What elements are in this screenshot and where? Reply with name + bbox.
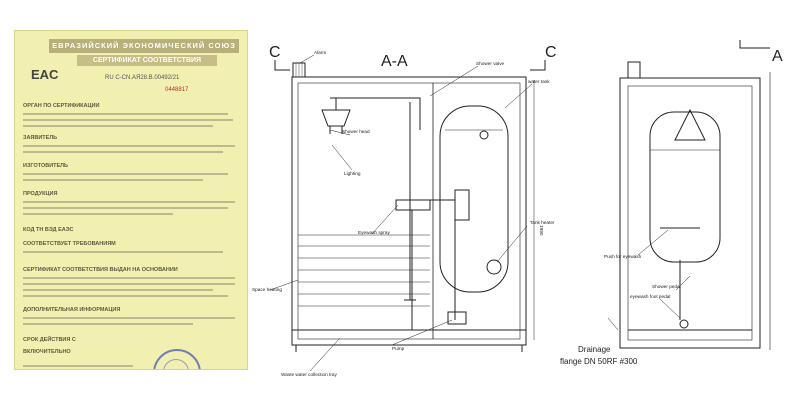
- cert-section-3: ИЗГОТОВИТЕЛЬ: [23, 163, 68, 169]
- cert-section-8: ДОПОЛНИТЕЛЬНАЯ ИНФОРМАЦИЯ: [23, 307, 121, 313]
- label-eyewash-pedal: eyewash foot pedal: [630, 294, 670, 299]
- cert-section-9: СРОК ДЕЙСТВИЯ С: [23, 337, 76, 343]
- certificate-serial: 0448817: [165, 87, 189, 93]
- section-mark-a: A: [772, 48, 783, 65]
- cert-section-2: ЗАЯВИТЕЛЬ: [23, 135, 58, 141]
- side-view-outline: [619, 77, 761, 349]
- cabinet-outline: [291, 76, 527, 346]
- label-lighting: Lighting: [344, 171, 361, 176]
- label-shower-valve: Shower valve: [476, 61, 505, 66]
- label-alarm: Alarm: [314, 50, 326, 55]
- section-mark-c-left: C: [269, 44, 281, 61]
- certificate-banner: ЕВРАЗИЙСКИЙ ЭКОНОМИЧЕСКИЙ СОЮЗ: [49, 39, 239, 53]
- cert-section-1: ОРГАН ПО СЕРТИФИКАЦИИ: [23, 103, 100, 109]
- cert-section-5: КОД ТН ВЭД ЕАЭС: [23, 227, 74, 233]
- cert-section-6: СООТВЕТСТВУЕТ ТРЕБОВАНИЯМ: [23, 241, 116, 247]
- label-shower-head: Shower head: [342, 129, 370, 134]
- section-mark-c-right: C: [545, 44, 557, 61]
- certificate-number: RU C-CN.АЯ28.В.00492/21: [105, 75, 180, 81]
- label-tank-heater: Tank heater: [530, 220, 555, 225]
- label-shower-pedal: Shower pedal: [652, 284, 681, 289]
- certificate-subtitle: СЕРТИФИКАТ СООТВЕТСТВИЯ: [77, 55, 217, 66]
- label-drainage: Drainage: [578, 345, 611, 354]
- label-drainage-flange: flange DN 50RF #300: [560, 357, 638, 366]
- water-tank-shape: [439, 105, 509, 293]
- dimension-label: 1990: [539, 225, 544, 236]
- cert-section-7: СЕРТИФИКАТ СООТВЕТСТВИЯ ВЫДАН НА ОСНОВАН…: [23, 267, 178, 273]
- label-space-heating: Space heating: [252, 287, 282, 292]
- eac-mark: EAC: [31, 67, 59, 82]
- cert-section-4: ПРОДУКЦИЯ: [23, 191, 58, 197]
- certificate-image: ЕВРАЗИЙСКИЙ ЭКОНОМИЧЕСКИЙ СОЮЗ СЕРТИФИКА…: [14, 30, 248, 370]
- label-pump: Pump: [392, 346, 405, 351]
- label-waste-tray: Waste water collection tray: [281, 372, 337, 377]
- label-eyewash-spray: Eyewash spray: [358, 230, 390, 235]
- label-water-tank: water tank: [528, 79, 550, 84]
- label-push-eyewash: Push for eyewash: [604, 254, 642, 259]
- section-title: A-A: [381, 53, 408, 70]
- cert-section-10: ВКЛЮЧИТЕЛЬНО: [23, 349, 71, 355]
